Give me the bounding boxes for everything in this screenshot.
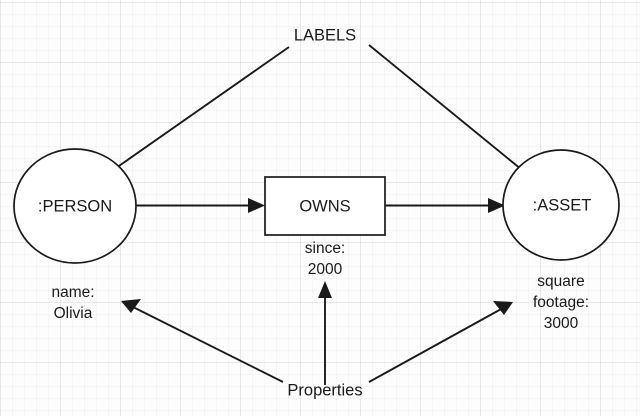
edge-properties-to-footage: [368, 301, 513, 383]
person-property-line1: name:: [51, 284, 94, 301]
labels-to-person-line: [95, 46, 290, 183]
owns-label: OWNS: [299, 197, 350, 215]
person-ellipse[interactable]: [13, 148, 137, 264]
edge-properties-to-since: [318, 281, 332, 385]
properties-to-footage-arrow: [493, 301, 513, 315]
owns-rect[interactable]: [264, 176, 386, 236]
asset-property-line2: footage:: [533, 294, 589, 311]
person-to-owns-arrow: [248, 198, 265, 213]
properties-to-name-line: [130, 305, 284, 383]
person-property-annotation: name: Olivia: [51, 284, 94, 322]
owns-property-line2: 2000: [308, 261, 343, 278]
asset-ellipse[interactable]: [502, 149, 620, 261]
edge-properties-to-name: [121, 299, 284, 383]
edge-person-to-owns: [136, 198, 265, 213]
properties-caption: Properties: [287, 381, 362, 399]
asset-property-line1: square: [537, 273, 584, 290]
node-owns[interactable]: OWNS: [264, 176, 386, 236]
node-asset[interactable]: :ASSET: [502, 149, 620, 261]
owns-property-annotation: since: 2000: [305, 240, 346, 278]
asset-label: :ASSET: [533, 196, 592, 214]
labels-to-asset-line: [368, 44, 539, 184]
labels-caption: LABELS: [294, 26, 356, 44]
edge-owns-to-asset: [385, 198, 505, 213]
owns-to-asset-arrow: [488, 198, 505, 213]
node-person[interactable]: :PERSON: [13, 148, 137, 264]
properties-to-since-arrow: [318, 281, 332, 298]
asset-property-line3: 3000: [544, 315, 579, 332]
properties-to-name-arrow: [121, 299, 141, 313]
person-property-line2: Olivia: [54, 305, 93, 322]
properties-to-footage-line: [368, 307, 504, 383]
person-label: :PERSON: [38, 197, 112, 215]
owns-property-line1: since:: [305, 240, 346, 257]
asset-property-annotation: square footage: 3000: [533, 273, 589, 332]
